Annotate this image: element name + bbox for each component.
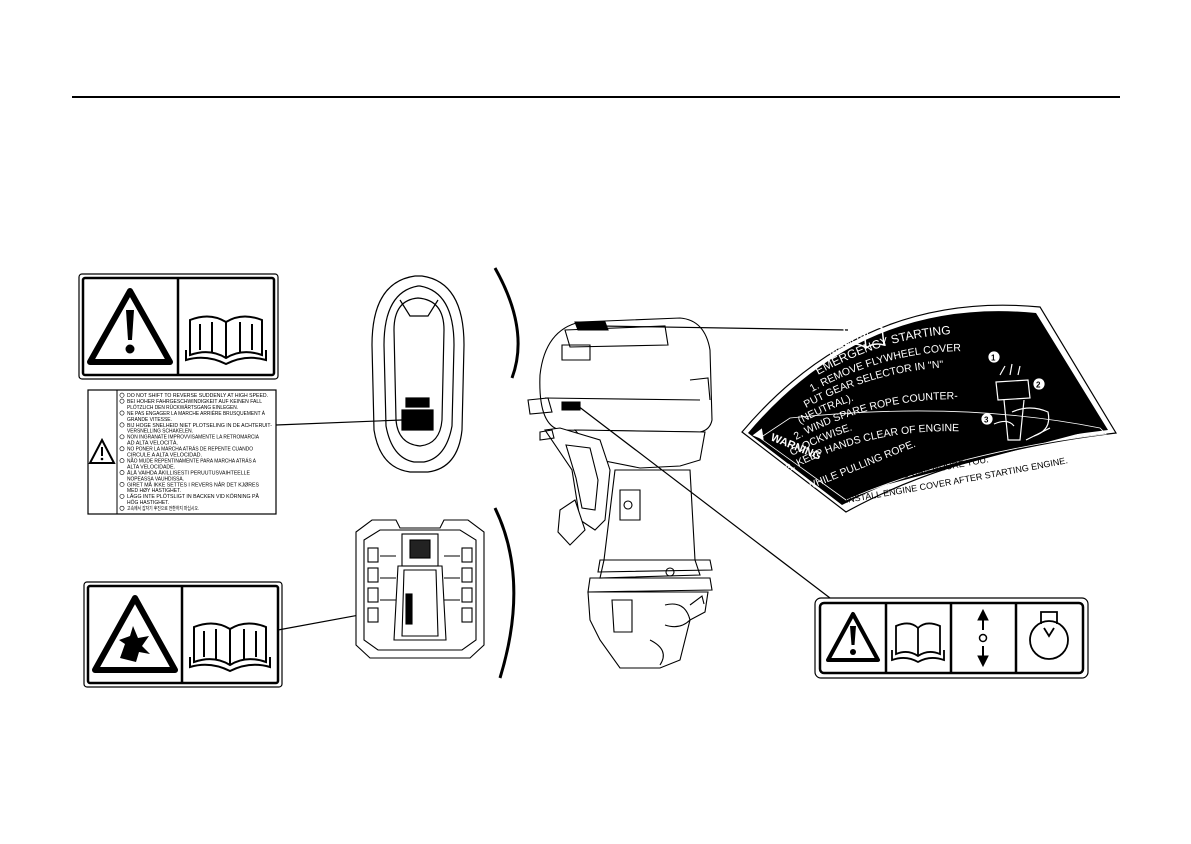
owners-manual-book-icon (891, 622, 945, 664)
multilanguage-text-line: PLÖTZLICH DEN RÜCKWÄRTSGANG EINLEGEN. (127, 404, 238, 411)
multilanguage-text-line: NON INGRANATE IMPROVVISAMENTE LA RETROMA… (127, 435, 259, 441)
engine-cover-top-view (371, 275, 465, 473)
language-marker-icon (119, 505, 125, 511)
tilt-up-down-icon (977, 608, 989, 668)
multilanguage-text-line: BIJ HOGE SNELHEID NIET PLOTSELING IN DE … (127, 423, 272, 429)
language-marker-icon (119, 410, 125, 416)
multilanguage-text-line: MED HØY HASTIGHET. (127, 488, 181, 494)
multilanguage-text-line: 고속에서 갑자기 후진으로 전환하지 마십시오. (127, 504, 199, 512)
language-marker-icon (119, 493, 125, 499)
owners-manual-book-icon (843, 325, 885, 349)
multilanguage-text-line: GRANDE VITESSE. (127, 417, 172, 423)
explosion-warning-icon (92, 595, 178, 673)
step-number: 3 (984, 416, 989, 425)
warning-triangle-icon (826, 612, 880, 662)
multilanguage-text-line: ÄLÄ VAIHDA ÄKILLISESTI PERUUTUSVAIHTEELL… (127, 469, 251, 476)
language-marker-icon (119, 422, 125, 428)
multilanguage-text-line: LÄGG INTE PLÖTSLIGT IN BACKEN VID KÖRNIN… (127, 493, 260, 500)
rotation-dial-icon (1029, 611, 1069, 660)
multilanguage-text-line: NÃO MUDE REPENTINAMENTE PARA MARCHA ATRÁ… (127, 457, 256, 464)
owners-manual-book-icon (185, 315, 267, 366)
language-marker-icon (119, 434, 125, 440)
multilanguage-text-line: AD ALTA VELOCITÀ. (127, 440, 178, 447)
step-number: 2 (1036, 381, 1041, 390)
leader-line (275, 419, 403, 426)
multilanguage-text-line: NO PONER LA MARCHA ATRÁS DE REPENTE CUAN… (127, 446, 253, 453)
multilanguage-text-line: NOPEASSA VAUHDISSA. (127, 476, 184, 482)
multilanguage-text-line: GIRET MÅ IKKE SETTES I REVERS NÅR DET KJ… (127, 481, 260, 488)
multilanguage-text-line: DO NOT SHIFT TO REVERSE SUDDENLY AT HIGH… (127, 393, 268, 399)
language-marker-icon (119, 392, 125, 398)
outboard-motor-side-view (527, 317, 713, 669)
leader-line (599, 325, 849, 331)
language-marker-icon (119, 398, 125, 404)
warning-book-label (78, 273, 279, 380)
multilanguage-text-line: BEI HOHER FAHRGESCHWINDIGKEIT AUF KEINEN… (127, 399, 262, 405)
language-marker-icon (119, 458, 125, 464)
multilanguage-text-line: CIRCULE A ALTA VELOCIDAD. (127, 453, 202, 459)
view-bracket-curve (493, 267, 520, 379)
view-bracket-curve (493, 507, 516, 679)
step-number: 1 (991, 354, 996, 363)
language-marker-icon (119, 482, 125, 487)
explosion-book-label (83, 581, 283, 688)
language-marker-icon (119, 446, 125, 452)
engine-rear-bracket-view (355, 519, 485, 659)
leader-line (577, 405, 831, 599)
owners-manual-book-icon (189, 622, 271, 673)
multilanguage-text-line: NE PAS ENGAGER LA MARCHE ARRIÈRE BRUSQUE… (127, 410, 265, 417)
multilanguage-warning-label: DO NOT SHIFT TO REVERSE SUDDENLY AT HIGH… (87, 389, 277, 515)
warning-triangle-icon (88, 437, 116, 464)
multilanguage-text-line: VERSNELLING SCHAKELEN. (127, 429, 193, 435)
tilt-warning-label (814, 597, 1089, 679)
warning-triangle-icon (87, 288, 173, 365)
multilanguage-text-line: ALTA VELOCIDADE. (127, 464, 175, 470)
emergency-starting-label: READ OWNER'S MANUAL. EMERGENCY STARTING … (741, 290, 1117, 513)
multilanguage-text-block: DO NOT SHIFT TO REVERSE SUDDENLY AT HIGH… (119, 392, 272, 512)
starter-rope-diagram-icon: 1 2 3 (981, 351, 1051, 441)
language-marker-icon (119, 470, 125, 475)
multilanguage-text-line: HÖG HASTIGHET. (127, 499, 169, 506)
